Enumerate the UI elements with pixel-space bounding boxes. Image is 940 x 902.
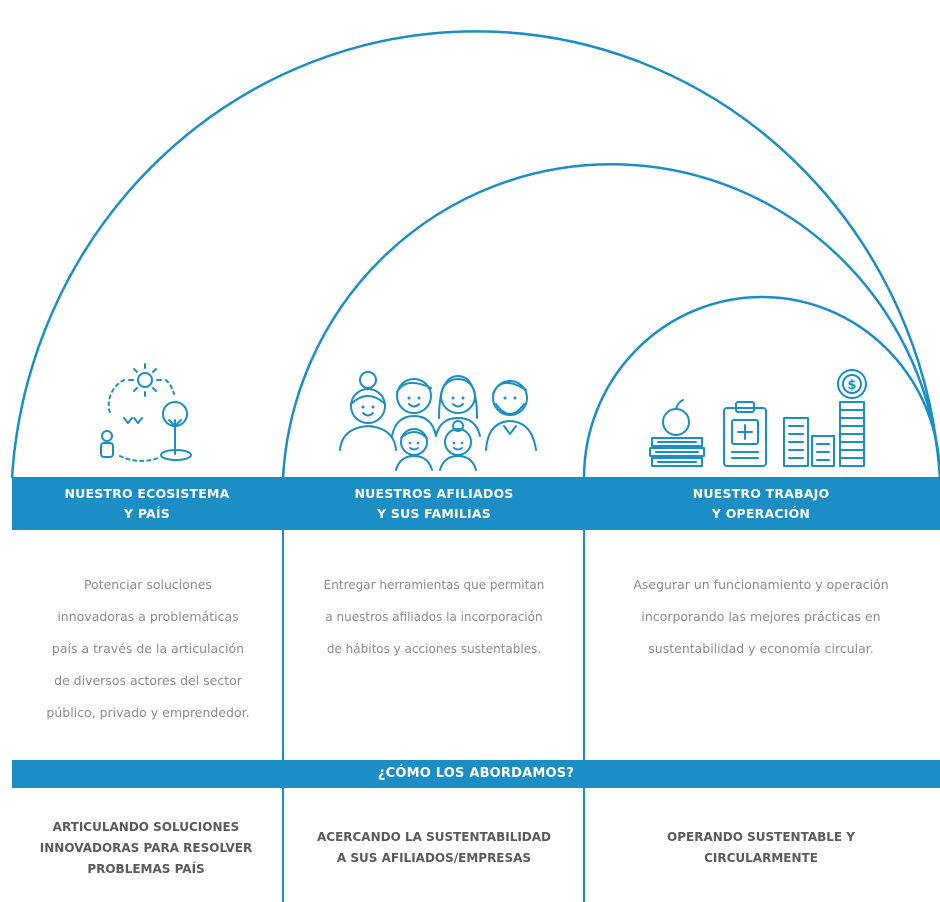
- column-2-title-line1: NUESTROS AFILIADOS: [354, 486, 514, 501]
- column-2-description-line: a nuestros afiliados la incorporación: [325, 610, 543, 624]
- column-1-approach-line: ARTICULANDO SOLUCIONES: [52, 820, 240, 834]
- column-3-description-line: sustentabilidad y economía circular.: [648, 641, 874, 656]
- column-1-approach-line: INNOVADORAS PARA RESOLVER: [39, 841, 253, 855]
- inner-arc: [582, 295, 940, 479]
- column-3-description-line: incorporando las mejores prácticas en: [641, 609, 881, 624]
- column-2-approach-line: A SUS AFILIADOS/EMPRESAS: [336, 851, 532, 865]
- column-3-title: NUESTRO TRABAJO Y OPERACIÓN: [588, 484, 934, 524]
- column-3-title-line2: Y OPERACIÓN: [711, 506, 811, 521]
- title-bar: [12, 477, 940, 530]
- column-1-description-line: público, privado y emprendedor.: [46, 705, 250, 720]
- column-2-description-line: de hábitos y acciones sustentables.: [326, 642, 542, 656]
- column-3-description-line: Asegurar un funcionamiento y operación: [633, 577, 889, 592]
- column-2-description: Entregar herramientas que permitan a nue…: [286, 569, 582, 665]
- column-1-description-line: de diversos actores del sector: [54, 673, 242, 688]
- column-3-title-line1: NUESTRO TRABAJO: [692, 486, 830, 501]
- divider-line-1: [282, 478, 284, 902]
- middle-arc: [281, 163, 940, 479]
- column-1-title-line2: Y PAÍS: [124, 506, 170, 521]
- column-1-description-line: innovadoras a problemáticas: [57, 609, 239, 624]
- column-3-approach-line: CIRCULARMENTE: [704, 851, 818, 865]
- column-1-approach-line: PROBLEMAS PAÍS: [87, 862, 205, 876]
- how-banner: [12, 760, 940, 788]
- column-3-description: Asegurar un funcionamiento y operación i…: [588, 569, 934, 665]
- column-3-approach-line: OPERANDO SUSTENTABLE Y: [667, 830, 855, 844]
- outer-arc: [10, 30, 940, 479]
- column-1-description: Potenciar soluciones innovadoras a probl…: [16, 569, 280, 729]
- column-2-approach-line: ACERCANDO LA SUSTENTABILIDAD: [316, 830, 552, 844]
- how-banner-text: ¿CÓMO LOS ABORDAMOS?: [377, 766, 575, 781]
- column-3-approach: OPERANDO SUSTENTABLE Y CIRCULARMENTE: [588, 827, 934, 869]
- column-2-title-line2: Y SUS FAMILIAS: [377, 506, 491, 521]
- column-1-title: NUESTRO ECOSISTEMA Y PAÍS: [14, 484, 280, 524]
- column-1-description-line: país a través de la articulación: [51, 641, 245, 656]
- column-2-title: NUESTROS AFILIADOS Y SUS FAMILIAS: [286, 484, 582, 524]
- column-2-approach: ACERCANDO LA SUSTENTABILIDAD A SUS AFILI…: [286, 827, 582, 869]
- column-2-description-line: Entregar herramientas que permitan: [323, 578, 545, 592]
- family-group-icon: [339, 371, 537, 471]
- svg-text:$: $: [847, 378, 856, 393]
- ecosystem-sun-tree-person-icon: [100, 363, 192, 462]
- column-1-title-line1: NUESTRO ECOSISTEMA: [64, 486, 230, 501]
- column-1-description-line: Potenciar soluciones: [83, 577, 213, 592]
- operations-books-clipboard-buildings-coins-icon: $: [649, 369, 867, 467]
- divider-line-2: [583, 478, 585, 902]
- column-1-approach: ARTICULANDO SOLUCIONES INNOVADORAS PARA …: [12, 817, 280, 880]
